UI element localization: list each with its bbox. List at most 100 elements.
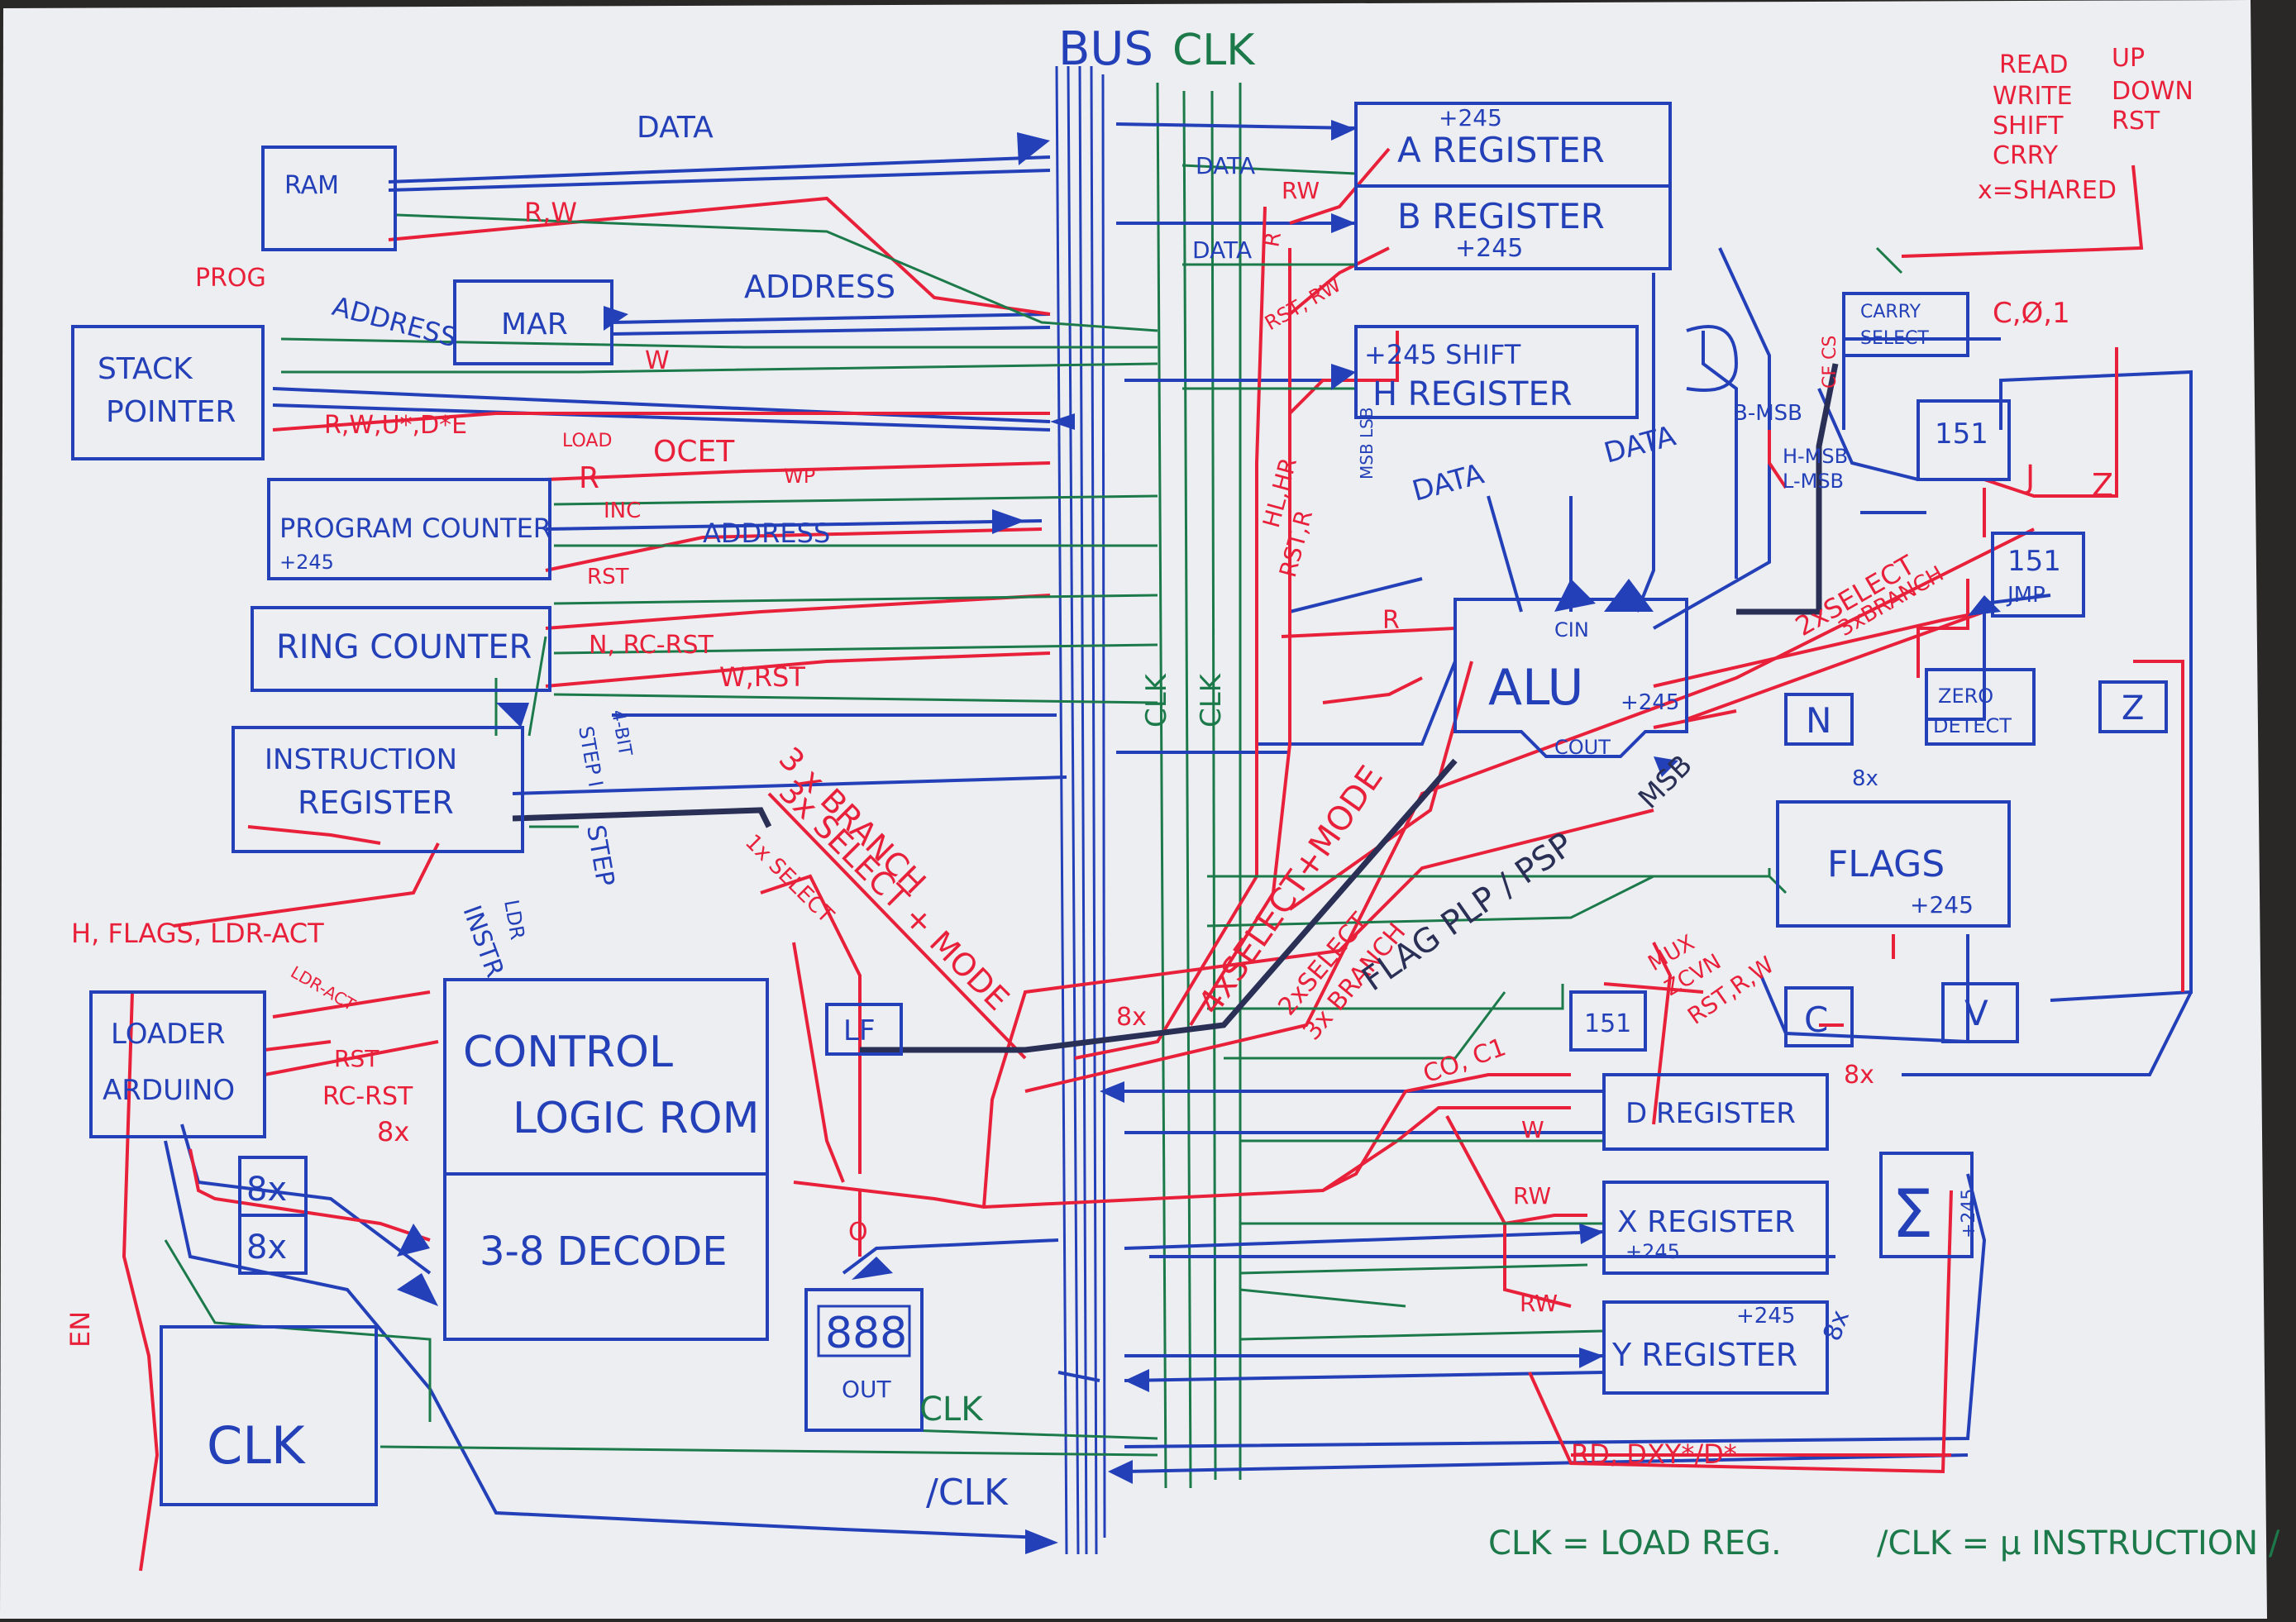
bus-title: BUS <box>1058 22 1153 76</box>
carry-select-block <box>1842 292 1969 357</box>
pc-label-1: PROGRAM COUNTER <box>279 513 551 544</box>
a-reg-245: +245 <box>1439 104 1502 131</box>
rd-dxy-label: RD, DXY*/D* <box>1571 1438 1737 1470</box>
load-pc-label: LOAD <box>562 431 612 451</box>
rom-label-2: LOGIC ROM <box>513 1094 759 1143</box>
nclk-label: /CLK <box>926 1472 1009 1514</box>
legend: READ UP WRITE DOWN SHIFT RST CRRY x=SHAR… <box>1978 44 2193 205</box>
rc-rst-label: RC-RST <box>322 1082 413 1111</box>
b-reg-245: +245 <box>1455 234 1523 263</box>
sigma-label: Σ <box>1892 1176 1934 1252</box>
cf-cs-label: CF CS <box>1820 336 1840 389</box>
rw-y-label: RW <box>1520 1290 1558 1317</box>
legend-write: WRITE <box>1993 82 2073 111</box>
carry-select-2: SELECT <box>1860 328 1929 349</box>
rw-x-label: RW <box>1513 1182 1551 1209</box>
ir-label-1: INSTRUCTION <box>265 743 457 776</box>
wp-label: WP <box>784 465 815 488</box>
blue-wires <box>164 122 2193 1539</box>
alu-cout: COUT <box>1554 736 1611 759</box>
r-b-label: R <box>1259 230 1286 249</box>
decode-block <box>443 1172 769 1341</box>
mux151-jmp-1: 151 <box>2007 545 2061 578</box>
alu-shape <box>1453 598 1688 758</box>
arrowheads <box>397 120 2001 1554</box>
legend-down: DOWN <box>2112 77 2193 106</box>
x8b-block <box>238 1214 308 1275</box>
d-register-block <box>1602 1073 1829 1151</box>
alu-label: ALU <box>1488 659 1583 717</box>
block-labels: RAM MAR STACK POINTER PROGRAM COUNTER +2… <box>98 104 2144 1476</box>
x8b-label: 8x <box>246 1228 287 1267</box>
clk-vert1-label: CLK <box>1140 672 1173 728</box>
data-top-label: DATA <box>637 111 714 145</box>
rw-a-label: RW <box>1282 177 1320 204</box>
n-flag-label: N <box>1806 700 1831 741</box>
mux151-top-label: 151 <box>1935 417 1988 451</box>
nclk-eq-note: /CLK = μ INSTRUCTION / <box>1877 1524 2280 1562</box>
sigma-block <box>1879 1152 1974 1258</box>
mar-label: MAR <box>501 308 568 341</box>
ocet-label: OCET <box>653 435 735 469</box>
flags-label-1: FLAGS <box>1827 843 1945 885</box>
w-d-label: W <box>1521 1116 1544 1143</box>
green-wires <box>164 164 1903 1457</box>
l-msb-label: L-MSB <box>1783 470 1844 493</box>
j-label: J <box>2024 459 2035 495</box>
b-msb-label: B-MSB <box>1733 401 1802 426</box>
inc-pc-label: INC <box>604 499 641 523</box>
z-label: Z <box>2092 467 2113 503</box>
program-counter-block <box>267 478 551 580</box>
y-reg-label-2: Y REGISTER <box>1611 1337 1797 1373</box>
sp-label-2: POINTER <box>106 395 236 429</box>
flags-label-2: +245 <box>1910 891 1974 918</box>
sp-label-1: STACK <box>98 352 193 386</box>
loader-label-2: ARDUINO <box>103 1074 235 1107</box>
h-reg-label-1: +245 SHIFT <box>1364 339 1521 370</box>
data-b-label: DATA <box>1192 236 1252 264</box>
w-rst-label: W,RST <box>719 661 805 693</box>
address-pc-label: ADDRESS <box>703 518 830 549</box>
rw-ram-label: R,W <box>524 197 577 228</box>
rom-label-1: CONTROL <box>463 1028 673 1077</box>
a-reg-label: A REGISTER <box>1397 130 1605 170</box>
green-labels: CLK CLK CLK <box>919 672 1228 1429</box>
h-msb-label: H-MSB <box>1783 445 1848 468</box>
carry-select-1: CARRY <box>1860 302 1921 322</box>
n-flag-block <box>1784 693 1854 746</box>
sigma-245: +245 <box>1959 1189 1979 1238</box>
y-register-block <box>1602 1300 1829 1395</box>
out-block <box>804 1288 924 1432</box>
r-alu-label: R <box>1382 606 1400 635</box>
legend-read: READ <box>1999 50 2068 79</box>
z-flag-label: Z <box>2122 689 2144 728</box>
legend-shared: x=SHARED <box>1978 176 2117 205</box>
legend-up: UP <box>2112 44 2145 73</box>
dark-wires <box>512 363 1839 1053</box>
mar-block <box>453 279 613 365</box>
prog-label: PROG <box>195 264 266 293</box>
b-register-block <box>1354 184 1672 270</box>
z-flag-block <box>2098 680 2168 733</box>
instruction-register-block <box>232 726 524 853</box>
r-pc-label: R <box>579 461 599 495</box>
legend-crry: CRRY <box>1993 141 2059 170</box>
x8-2-label: 8x <box>377 1116 409 1147</box>
h-register-block <box>1354 325 1639 419</box>
h-flags-label: H, FLAGS, LDR-ACT <box>71 918 324 949</box>
clk-eq-note: CLK = LOAD REG. <box>1488 1524 1782 1562</box>
ir-label-2: REGISTER <box>298 785 454 821</box>
ram-label: RAM <box>284 171 339 200</box>
mux151-top-block <box>1917 399 2011 481</box>
w-mar-label: W <box>645 346 670 375</box>
alu-245: +245 <box>1621 690 1679 715</box>
zero-detect-2: DETECT <box>1933 714 2012 737</box>
x8a-label: 8x <box>246 1171 287 1209</box>
junction-shape <box>1686 325 1739 392</box>
out-display-frame <box>817 1305 911 1357</box>
mux151-flag-block <box>1569 990 1647 1052</box>
n-rc-label: N, RC-RST <box>589 631 714 660</box>
stack-pointer-block <box>71 325 265 460</box>
loader-label-1: LOADER <box>111 1018 225 1051</box>
